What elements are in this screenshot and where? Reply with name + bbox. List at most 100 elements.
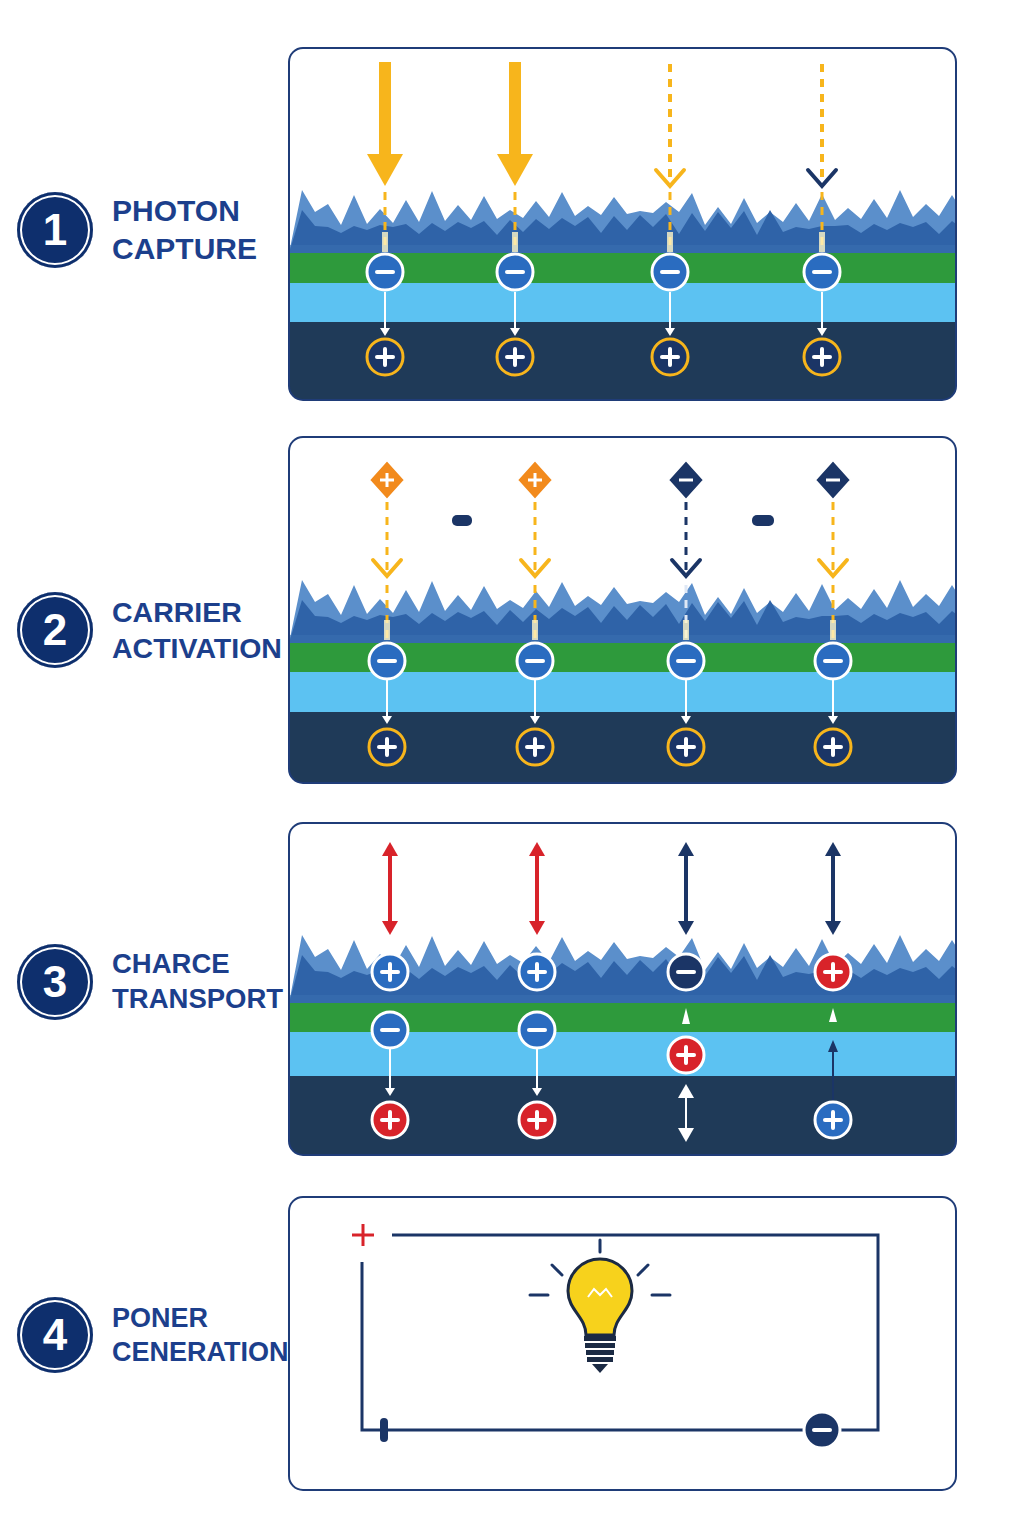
- positive-charge: [652, 339, 688, 375]
- sign-stroke: [678, 659, 694, 663]
- photon-ray: [386, 585, 389, 640]
- sign-stroke: [684, 1047, 688, 1063]
- arrow-head: [497, 154, 533, 186]
- arrow-head: [828, 1040, 838, 1052]
- bulb-base: [585, 1343, 615, 1348]
- step-marker: 3CHARCE TRANSPORT: [17, 944, 287, 1020]
- positive-charge: [372, 954, 408, 990]
- photon-ray: [821, 192, 824, 252]
- positive-charge: [517, 729, 553, 765]
- step-heading: PHOTON CAPTURE: [112, 192, 257, 268]
- charge-circle: [369, 729, 405, 765]
- arrow-head: [532, 1088, 542, 1096]
- arrow-head: [380, 328, 390, 336]
- step-number: 1: [17, 192, 93, 268]
- electron-dash: [452, 515, 472, 526]
- arrow-head: [385, 1088, 395, 1096]
- charge-circle: [372, 1102, 408, 1138]
- step-marker: 1PHOTON CAPTURE: [17, 192, 287, 268]
- charge-circle: [668, 954, 704, 990]
- sign-stroke: [668, 349, 672, 365]
- cell-layers: [289, 935, 956, 1155]
- charge-circle: [668, 729, 704, 765]
- charge-circle: [497, 339, 533, 375]
- texture-band: [289, 245, 956, 253]
- light-ray: [638, 1265, 648, 1275]
- flow-arrow: [685, 680, 687, 718]
- positive-charge: [668, 1037, 704, 1073]
- electron-dash: [752, 515, 774, 526]
- glow: [667, 232, 673, 252]
- light-ray: [530, 1294, 548, 1297]
- positive-charge: [369, 729, 405, 765]
- cell-layers: [289, 190, 956, 400]
- texture-band: [289, 210, 956, 253]
- flow-arrow: [384, 292, 386, 330]
- flow-arrow: [669, 292, 671, 330]
- flow-arrow: [832, 1050, 834, 1100]
- charge-circle: [517, 729, 553, 765]
- light-ray: [552, 1265, 562, 1275]
- positive-charge: [519, 1102, 555, 1138]
- charge-circle: [367, 254, 403, 290]
- sign-stroke: [825, 659, 841, 663]
- cell-layers: [289, 580, 956, 783]
- glow: [382, 232, 388, 252]
- charge-circle: [519, 1012, 555, 1048]
- positive-charge: [668, 729, 704, 765]
- charge-circle: [369, 643, 405, 679]
- bulb-base: [587, 1357, 613, 1362]
- flow-arrow: [536, 1048, 538, 1090]
- arrow-head: [382, 921, 398, 935]
- flow-arrow: [832, 680, 834, 718]
- sign-stroke: [527, 659, 543, 663]
- arrow-head: [521, 560, 549, 576]
- sign-stroke: [679, 479, 693, 482]
- flow-arrow: [821, 292, 823, 330]
- photon-ray: [820, 64, 824, 182]
- flow-arrow: [389, 1048, 391, 1090]
- positive-charge: [367, 339, 403, 375]
- texture-band: [289, 190, 956, 253]
- bulb-base: [586, 1350, 614, 1355]
- step-number: 4: [17, 1297, 93, 1373]
- positive-charge: [804, 339, 840, 375]
- double-arrow: [831, 852, 835, 925]
- arrow-head: [825, 842, 841, 856]
- photon-ray: [669, 192, 672, 252]
- photon-ray: [534, 502, 537, 570]
- arrow-head: [665, 328, 675, 336]
- charge-circle: [372, 954, 408, 990]
- glow: [683, 620, 689, 640]
- arrow-head: [672, 560, 700, 576]
- sign-stroke: [662, 270, 678, 274]
- glow: [819, 232, 825, 252]
- photon-ray: [386, 502, 389, 570]
- negative-charge: [497, 254, 533, 290]
- sign-stroke: [678, 970, 694, 974]
- double-arrow: [535, 852, 539, 925]
- negative-charge: [668, 954, 704, 990]
- photon-ray: [668, 64, 672, 182]
- sign-stroke: [385, 739, 389, 755]
- arrow-head: [829, 1008, 837, 1022]
- bulb-base: [592, 1364, 608, 1373]
- photon-ray: [832, 585, 835, 640]
- panel-frame: [289, 823, 956, 1155]
- sign-stroke: [831, 739, 835, 755]
- sign-stroke: [388, 1112, 392, 1128]
- arrow-head: [682, 1008, 690, 1024]
- arrow-head: [529, 842, 545, 856]
- arrow-head: [817, 328, 827, 336]
- terminal-mark: [380, 1418, 388, 1442]
- arrow-head: [678, 921, 694, 935]
- double-arrow: [388, 852, 392, 925]
- sign-stroke: [513, 349, 517, 365]
- flow-arrow: [514, 292, 516, 330]
- charge-circle: [815, 729, 851, 765]
- double-arrow: [685, 1094, 687, 1132]
- sign-stroke: [386, 473, 389, 487]
- step-heading: CARRIER ACTIVATION: [112, 594, 282, 666]
- double-arrow: [684, 852, 688, 925]
- charge-circle: [804, 339, 840, 375]
